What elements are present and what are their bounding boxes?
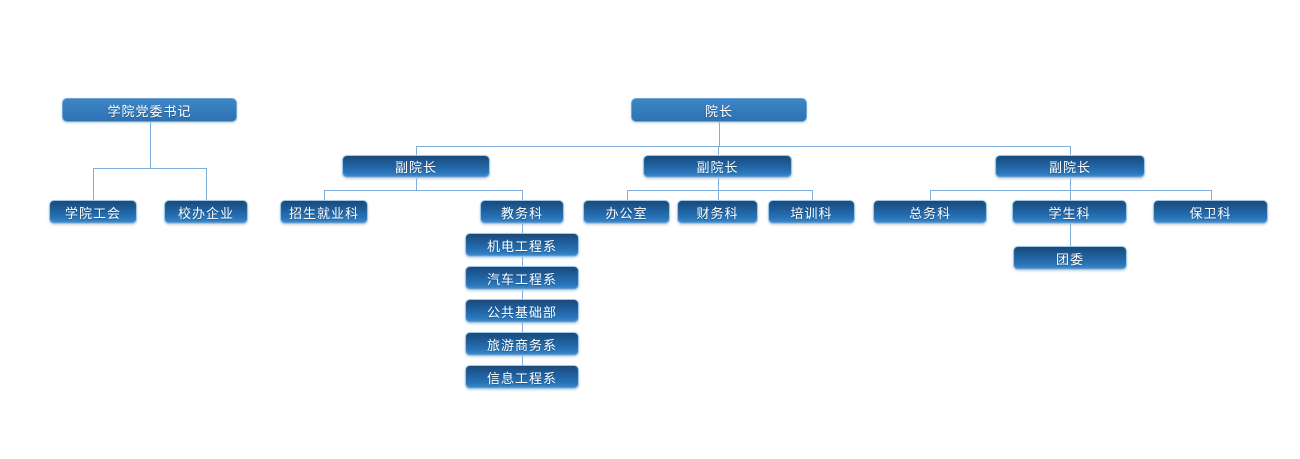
- connector-line: [1211, 190, 1212, 200]
- connector-line: [150, 122, 151, 168]
- org-node-admissions[interactable]: 招生就业科: [280, 200, 368, 224]
- org-node-youth[interactable]: 团委: [1013, 246, 1127, 270]
- org-node-finance[interactable]: 财务科: [677, 200, 758, 224]
- connector-line: [1070, 178, 1071, 190]
- org-node-secretary[interactable]: 学院党委书记: [62, 98, 237, 122]
- org-node-tourism[interactable]: 旅游商务系: [465, 332, 579, 356]
- connector-line: [522, 224, 523, 229]
- org-node-auto[interactable]: 汽车工程系: [465, 266, 579, 290]
- org-node-info[interactable]: 信息工程系: [465, 365, 579, 389]
- org-node-mech[interactable]: 机电工程系: [465, 233, 579, 257]
- org-node-vice2[interactable]: 副院长: [643, 155, 792, 178]
- connector-line: [522, 190, 523, 200]
- org-node-enterprise[interactable]: 校办企业: [164, 200, 248, 224]
- connector-line: [324, 190, 523, 191]
- connector-line: [416, 178, 417, 190]
- connector-line: [93, 168, 94, 200]
- connector-line: [930, 190, 1212, 191]
- connector-line: [324, 190, 325, 200]
- connector-line: [522, 356, 523, 361]
- connector-line: [522, 229, 523, 233]
- connector-line: [522, 361, 523, 365]
- connector-line: [416, 146, 1071, 147]
- connector-line: [718, 190, 719, 200]
- org-node-dean[interactable]: 院长: [631, 98, 807, 122]
- connector-line: [930, 190, 931, 200]
- connector-line: [812, 190, 813, 200]
- connector-line: [718, 146, 719, 155]
- org-node-training[interactable]: 培训科: [768, 200, 855, 224]
- connector-line: [522, 295, 523, 299]
- org-node-student[interactable]: 学生科: [1012, 200, 1127, 224]
- connector-line: [206, 168, 207, 200]
- org-node-academic[interactable]: 教务科: [480, 200, 564, 224]
- connector-line: [719, 122, 720, 146]
- connector-line: [522, 328, 523, 332]
- connector-line: [718, 178, 719, 190]
- connector-line: [1070, 190, 1071, 200]
- connector-line: [416, 146, 417, 155]
- org-node-basic[interactable]: 公共基础部: [465, 299, 579, 323]
- connector-line: [627, 190, 628, 200]
- org-node-vice1[interactable]: 副院长: [342, 155, 490, 178]
- org-node-office[interactable]: 办公室: [583, 200, 670, 224]
- org-node-security[interactable]: 保卫科: [1153, 200, 1268, 224]
- org-node-union[interactable]: 学院工会: [49, 200, 137, 224]
- connector-line: [522, 257, 523, 262]
- connector-line: [93, 168, 207, 169]
- connector-line: [522, 262, 523, 266]
- connector-line: [1070, 235, 1071, 246]
- connector-line: [627, 190, 813, 191]
- connector-line: [1070, 146, 1071, 155]
- org-node-general[interactable]: 总务科: [873, 200, 987, 224]
- connector-line: [522, 290, 523, 295]
- org-node-vice3[interactable]: 副院长: [995, 155, 1145, 178]
- connector-line: [1070, 224, 1071, 235]
- connector-line: [522, 323, 523, 328]
